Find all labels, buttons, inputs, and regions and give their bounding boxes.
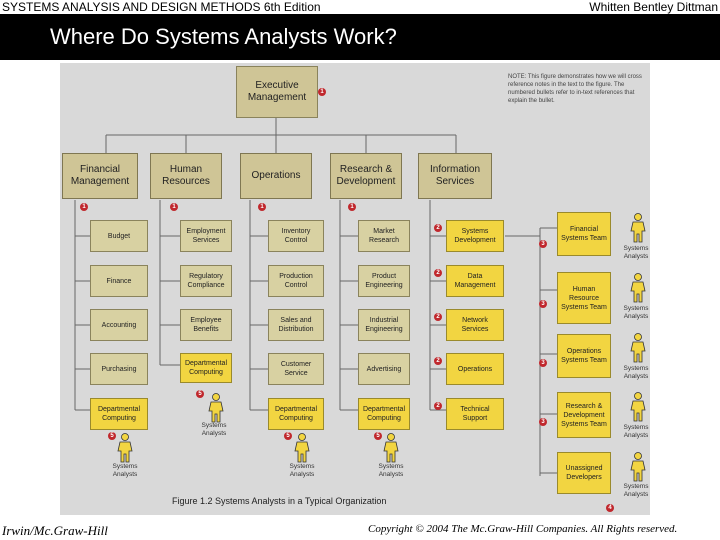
unit-employment-services: Employment Services xyxy=(180,220,232,252)
badge-1: 1 xyxy=(318,88,326,96)
unit-advertising: Advertising xyxy=(358,353,410,385)
unit-systems-development: Systems Development xyxy=(446,220,504,252)
badge-2: 2 xyxy=(434,357,442,365)
badge-3: 3 xyxy=(539,418,547,426)
unit-departmental-computing: Departmental Computing xyxy=(268,398,324,430)
badge-3: 3 xyxy=(539,240,547,248)
badge-5: 5 xyxy=(196,390,204,398)
systems-analysts-label: Systems Analysts xyxy=(623,305,649,320)
header-authors: Whitten Bentley Dittman xyxy=(589,0,718,14)
systems-analysts-label: Systems Analysts xyxy=(378,463,404,478)
person-icon xyxy=(630,392,646,422)
unit-production-control: Production Control xyxy=(268,265,324,297)
badge-3: 3 xyxy=(539,359,547,367)
badge-3: 3 xyxy=(539,300,547,308)
team-financial-systems: Financial Systems Team xyxy=(557,212,611,256)
person-icon xyxy=(630,273,646,303)
unit-departmental-computing: Departmental Computing xyxy=(358,398,410,430)
team-operations-systems: Operations Systems Team xyxy=(557,334,611,378)
dept-operations: Operations xyxy=(240,153,312,199)
unit-regulatory-compliance: Regulatory Compliance xyxy=(180,265,232,297)
badge-5: 5 xyxy=(108,432,116,440)
dept-financial-management: Financial Management xyxy=(62,153,138,199)
person-icon xyxy=(208,393,224,423)
figure-note: NOTE: This figure demonstrates how we wi… xyxy=(508,74,642,104)
unit-is-operations: Operations xyxy=(446,353,504,385)
person-icon xyxy=(630,452,646,482)
unit-inventory-control: Inventory Control xyxy=(268,220,324,252)
footer-copyright: Copyright © 2004 The Mc.Graw-Hill Compan… xyxy=(368,523,678,535)
badge-1: 1 xyxy=(258,203,266,211)
dept-research-development: Research & Development xyxy=(330,153,402,199)
badge-2: 2 xyxy=(434,313,442,321)
person-icon xyxy=(117,433,133,463)
dept-human-resources: Human Resources xyxy=(150,153,222,199)
unit-market-research: Market Research xyxy=(358,220,410,252)
team-human-resource-systems: Human Resource Systems Team xyxy=(557,272,611,324)
systems-analysts-label: Systems Analysts xyxy=(112,463,138,478)
unit-departmental-computing: Departmental Computing xyxy=(90,398,148,430)
person-icon xyxy=(383,433,399,463)
systems-analysts-label: Systems Analysts xyxy=(623,483,649,498)
dept-information-services: Information Services xyxy=(418,153,492,199)
header-course-title: SYSTEMS ANALYSIS AND DESIGN METHODS 6th … xyxy=(2,0,321,14)
team-unassigned-developers: Unassigned Developers xyxy=(557,452,611,494)
badge-2: 2 xyxy=(434,402,442,410)
badge-1: 1 xyxy=(170,203,178,211)
badge-4: 4 xyxy=(606,504,614,512)
systems-analysts-label: Systems Analysts xyxy=(289,463,315,478)
title-bar xyxy=(0,14,720,60)
systems-analysts-label: Systems Analysts xyxy=(623,245,649,260)
systems-analysts-label: Systems Analysts xyxy=(623,365,649,380)
person-icon xyxy=(630,333,646,363)
badge-2: 2 xyxy=(434,269,442,277)
slide-title: Where Do Systems Analysts Work? xyxy=(50,24,397,49)
footer-publisher: Irwin/Mc.Graw-Hill xyxy=(2,523,108,538)
unit-customer-service: Customer Service xyxy=(268,353,324,385)
person-icon xyxy=(294,433,310,463)
badge-5: 5 xyxy=(284,432,292,440)
executive-management-box: Executive Management xyxy=(236,66,318,118)
badge-1: 1 xyxy=(348,203,356,211)
unit-industrial-engineering: Industrial Engineering xyxy=(358,309,410,341)
unit-purchasing: Purchasing xyxy=(90,353,148,385)
unit-product-engineering: Product Engineering xyxy=(358,265,410,297)
badge-5: 5 xyxy=(374,432,382,440)
unit-budget: Budget xyxy=(90,220,148,252)
figure-caption: Figure 1.2 Systems Analysts in a Typical… xyxy=(172,496,387,506)
unit-departmental-computing: Departmental Computing xyxy=(180,353,232,383)
badge-1: 1 xyxy=(80,203,88,211)
unit-technical-support: Technical Support xyxy=(446,398,504,430)
team-rd-systems: Research & Development Systems Team xyxy=(557,392,611,438)
systems-analysts-label: Systems Analysts xyxy=(623,424,649,439)
badge-2: 2 xyxy=(434,224,442,232)
unit-finance: Finance xyxy=(90,265,148,297)
unit-network-services: Network Services xyxy=(446,309,504,341)
unit-accounting: Accounting xyxy=(90,309,148,341)
systems-analysts-label: Systems Analysts xyxy=(201,422,227,437)
unit-employee-benefits: Employee Benefits xyxy=(180,309,232,341)
figure-background xyxy=(60,63,650,515)
unit-data-management: Data Management xyxy=(446,265,504,297)
person-icon xyxy=(630,213,646,243)
unit-sales-distribution: Sales and Distribution xyxy=(268,309,324,341)
